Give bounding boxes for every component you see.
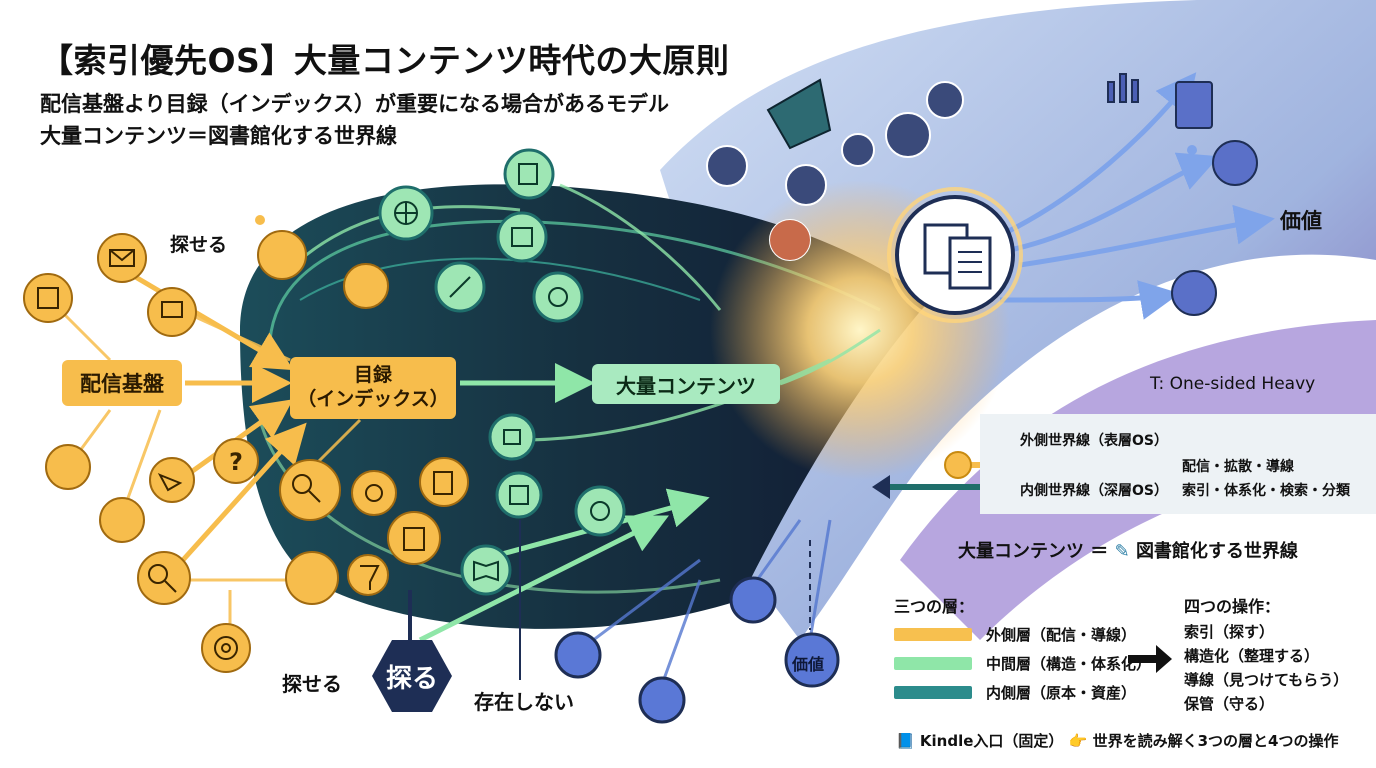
worldline-panel (980, 414, 1376, 514)
layer-inner: 内側層（原本・資産） (894, 678, 1151, 707)
subtitle-secondary: 大量コンテンツ＝図書館化する世界線 (40, 124, 397, 148)
layer-middle: 中間層（構造・体系化） (894, 649, 1151, 678)
node-distribution-platform: 配信基盤 (62, 360, 182, 406)
layer-outer-label: 外側層（配信・導線） (986, 626, 1137, 644)
library-worldline-statement: 大量コンテンツ ＝ ✎ 図書館化する世界線 (958, 537, 1298, 563)
layer-outer-swatch (894, 628, 972, 641)
node-mass-content: 大量コンテンツ (592, 364, 780, 404)
label-searchable-bottom: 探せる (282, 672, 342, 696)
svg-text:?: ? (229, 448, 243, 476)
pointing-hand-icon: 👉 (1068, 732, 1088, 750)
book-icon: 📘 (896, 732, 915, 750)
layer-outer: 外側層（配信・導線） (894, 620, 1151, 649)
ops-list: 索引（探す） 構造化（整理する） 導線（見つけてもらう） 保管（守る） (1184, 620, 1348, 716)
page-title: 【索引優先OS】大量コンテンツ時代の大原則 (40, 41, 730, 80)
footer-kindle-entry[interactable]: Kindle入口（固定） (919, 732, 1064, 750)
footer: 📘 Kindle入口（固定） 👉 世界を読み解く3つの層と4つの操作 (896, 730, 1338, 751)
layers-title: 三つの層： (894, 597, 975, 616)
subtitle: 配信基盤より目録（インデックス）が重要になる場合があるモデル (40, 92, 669, 116)
layer-inner-label: 内側層（原本・資産） (986, 684, 1137, 702)
pen-icon: ✎ (1114, 541, 1130, 562)
footer-caption: 世界を読み解く3つの層と4つの操作 (1092, 732, 1339, 750)
inner-worldline-ops: 索引・体系化・検索・分類 (1182, 483, 1350, 499)
op-structure: 構造化（整理する） (1184, 647, 1320, 665)
label-nonexistent: 存在しない (474, 690, 574, 714)
ops-title: 四つの操作： (1184, 597, 1281, 616)
label-value-right: 価値 (1280, 209, 1322, 233)
op-preserve: 保管（守る） (1184, 695, 1275, 713)
node-catalog-title: 目録 (353, 364, 392, 387)
outer-worldline-ops: 配信・拡散・導線 (1182, 459, 1294, 475)
node-explore: 探る (372, 640, 452, 712)
inner-worldline-label: 内側世界線（深層OS） (1020, 483, 1168, 499)
library-suffix: 図書館化する世界線 (1135, 541, 1298, 562)
library-prefix: 大量コンテンツ ＝ (958, 541, 1109, 562)
node-catalog-index: 目録 （インデックス） (290, 357, 456, 419)
op-guide: 導線（見つけてもらう） (1184, 671, 1349, 689)
node-catalog-subtitle: （インデックス） (297, 388, 449, 410)
model-code: T: One-sided Heavy (1150, 374, 1316, 394)
layer-middle-swatch (894, 657, 972, 670)
layer-inner-swatch (894, 686, 972, 699)
label-searchable-top: 探せる (170, 234, 228, 256)
op-index: 索引（探す） (1184, 623, 1275, 641)
outer-worldline-label: 外側世界線（表層OS） (1020, 433, 1168, 449)
layer-middle-label: 中間層（構造・体系化） (986, 655, 1152, 673)
label-value-bottom: 価値 (792, 655, 825, 674)
layers-legend: 外側層（配信・導線） 中間層（構造・体系化） 内側層（原本・資産） (894, 620, 1151, 707)
